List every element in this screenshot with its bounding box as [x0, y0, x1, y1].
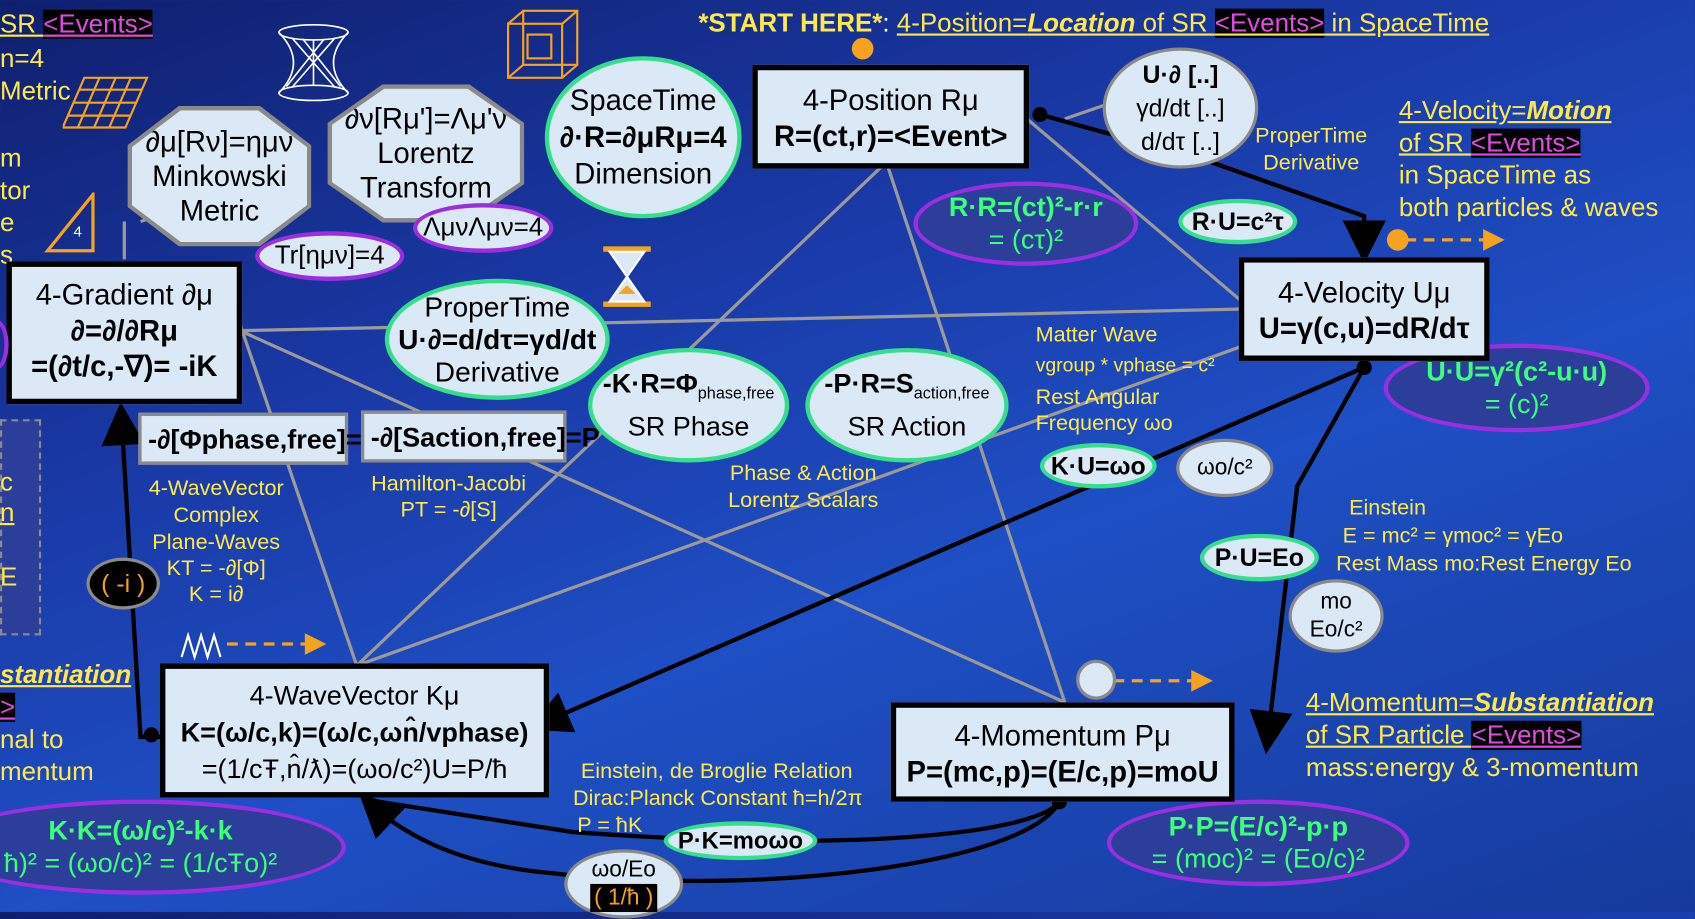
- pp-invariant: P·P=(E/c)²-p·p = (moc)² = (Eo/c)²: [1106, 799, 1410, 887]
- pt-equation: PT = -∂[S]: [400, 498, 497, 522]
- hyperboloid-icon: [278, 24, 349, 102]
- four-velocity-title: 4-Velocity Uμ: [1277, 276, 1451, 310]
- lorentz-transform: ∂ν[Rμ']=Λμ'ν Lorentz Transform: [331, 88, 520, 219]
- four-gradient-eq1: ∂=∂/∂Rμ: [70, 314, 178, 347]
- four-wavevector-eq1: K=(ω/c,k)=(ω/c,ωn̂/vphase): [180, 717, 529, 748]
- sr-phase: -K·R=Φphase,free SR Phase: [588, 347, 790, 463]
- phase-action-label: Phase & Action: [729, 461, 877, 486]
- negative-i-factor: ( -i ): [86, 557, 160, 610]
- pk-invariant: P·K=moωo: [663, 821, 818, 861]
- frag-E: E: [0, 562, 18, 593]
- frag-c: c: [0, 467, 13, 498]
- omega-c2: ωo/c²: [1176, 438, 1274, 498]
- debroglie-label: Einstein, de Broglie Relation: [580, 759, 853, 784]
- k-i-equation: K = i∂: [188, 582, 244, 607]
- kt-equation: KT = -∂[Φ]: [166, 556, 266, 581]
- n4-label: n=4: [0, 44, 45, 74]
- pu-invariant: P·U=Eo: [1199, 533, 1319, 582]
- metric-label: Metric: [0, 76, 71, 106]
- complex-label: Complex: [173, 503, 259, 528]
- emc-equation: E = mc² = γmoc² = γEo: [1342, 524, 1564, 548]
- position-link[interactable]: 4-Position=Location of SR <Events> in Sp…: [896, 8, 1490, 38]
- spacetime-dimension: SpaceTime ∂·R=∂μRμ=4 Dimension: [544, 56, 742, 219]
- plane-waves-label: Plane-Waves: [152, 530, 281, 555]
- four-momentum-eq: P=(mc,p)=(E/c,p)=moU: [906, 755, 1219, 788]
- four-position-title: 4-Position Rμ: [802, 84, 979, 117]
- ru-invariant: R·U=c²τ: [1178, 198, 1298, 245]
- tesseract-icon: [506, 9, 579, 79]
- left-side-panel: [0, 419, 42, 636]
- grid-icon: [62, 76, 149, 129]
- four-velocity-eq: U=γ(c,u)=dR/dτ: [1258, 312, 1470, 345]
- four-position-box[interactable]: 4-Position Rμ R=(ct,r)=<Event>: [752, 64, 1030, 169]
- u-del-operators: U·∂ [..] γd/dt [..] d/dτ [..]: [1102, 47, 1259, 169]
- einstein-label: Einstein: [1349, 495, 1427, 520]
- triangle-icon: [44, 192, 95, 253]
- group-phase-velocity: vgroup * vphase = c²: [1035, 354, 1215, 377]
- page-title: *START HERE*: 4-Position=Location of SR …: [698, 8, 1490, 38]
- kk-invariant: K·K=(ω/c)²-k·k ħ)² = (ωo/c)² = (1/cŦo)²: [0, 799, 346, 895]
- propertime-derivative-label: ProperTime Derivative: [1255, 124, 1368, 176]
- velocity-link[interactable]: 4-Velocity=Motion: [1398, 96, 1612, 126]
- four-gradient-box[interactable]: 4-Gradient ∂μ ∂=∂/∂Rμ =(∂t/c,-∇)= -iK: [6, 261, 243, 405]
- four-momentum-box[interactable]: 4-Momentum Pμ P=(mc,p)=(E/c,p)=moU: [890, 702, 1235, 802]
- trace-eta: Tr[ημν]=4: [255, 231, 405, 281]
- ku-invariant: K·U=ωo: [1039, 443, 1157, 489]
- action-free-gradient: -∂[Saction,free]=P: [361, 410, 600, 463]
- rr-invariant: R·R=(ct)²-r·r = (cτ)²: [913, 181, 1139, 266]
- mentum-label: mentum: [0, 757, 94, 787]
- four-velocity-box[interactable]: 4-Velocity Uμ U=γ(c,u)=dR/dτ: [1238, 257, 1490, 361]
- four-position-eq: R=(ct,r)=<Event>: [773, 119, 1008, 153]
- lambda-product: ΛμνΛμν=4: [412, 203, 554, 253]
- frequency-label: Frequency ωo: [1035, 411, 1173, 436]
- four-momentum-title: 4-Momentum Pμ: [954, 719, 1171, 753]
- four-wavevector-title: 4-WaveVector Kμ: [249, 680, 460, 712]
- frag-e: e: [0, 208, 15, 238]
- propertime-derivative: ProperTime U·∂=d/dτ=γd/dt Derivative: [384, 278, 610, 400]
- hamilton-jacobi-label: Hamilton-Jacobi: [371, 472, 527, 496]
- momentum-description: 4-Momentum=Substantiation of SR Particle…: [1305, 688, 1654, 783]
- phase-free-gradient: -∂[Φphase,free]=K: [138, 412, 381, 465]
- momentum-link[interactable]: 4-Momentum=Substantiation: [1305, 688, 1654, 718]
- frag-tor: tor: [0, 176, 31, 206]
- matter-wave-label: Matter Wave: [1035, 323, 1158, 347]
- lorentz-scalars-label: Lorentz Scalars: [728, 488, 879, 513]
- triangle-number: 4: [73, 222, 82, 240]
- wavevector-label: 4-WaveVector: [148, 476, 284, 501]
- p-hk-equation: P = ħK: [577, 813, 643, 838]
- dirac-label: Dirac:Planck Constant ħ=h/2π: [573, 786, 863, 811]
- rest-angular-label: Rest Angular: [1035, 385, 1160, 410]
- velocity-description: 4-Velocity=Motion of SR <Events> in Spac…: [1398, 96, 1659, 223]
- mass-energy-ratio: mo Eo/c²: [1288, 579, 1384, 653]
- four-wavevector-eq2: =(1/cŦ,n̂/ƛ)=(ωo/c²)U=P/ħ: [201, 754, 508, 785]
- sr-action: -P·R=Saction,free SR Action: [805, 347, 1009, 463]
- four-wavevector-box[interactable]: 4-WaveVector Kμ K=(ω/c,k)=(ω/c,ωn̂/vphas…: [159, 663, 550, 798]
- four-gradient-eq2: =(∂t/c,-∇)= -iK: [31, 350, 218, 383]
- rest-mass-label: Rest Mass mo:Rest Energy Eo: [1336, 552, 1632, 576]
- frag-n: n: [0, 498, 15, 528]
- substantiation-link[interactable]: stantiation: [0, 660, 132, 690]
- start-here-label: *START HERE*: [698, 8, 883, 38]
- minkowski-metric: ∂μ[Rν]=ημν Minkowski Metric: [131, 110, 308, 243]
- four-gradient-title: 4-Gradient ∂μ: [35, 278, 213, 312]
- sr-events-link[interactable]: SR <Events>: [0, 9, 153, 39]
- event-fragment: >: [0, 692, 16, 722]
- nal-to-label: nal to: [0, 725, 64, 755]
- frag-m: m: [0, 143, 22, 173]
- omega-energy-ratio: ωo/Eo ( 1/ħ ): [564, 849, 684, 919]
- hourglass-icon: [603, 246, 651, 307]
